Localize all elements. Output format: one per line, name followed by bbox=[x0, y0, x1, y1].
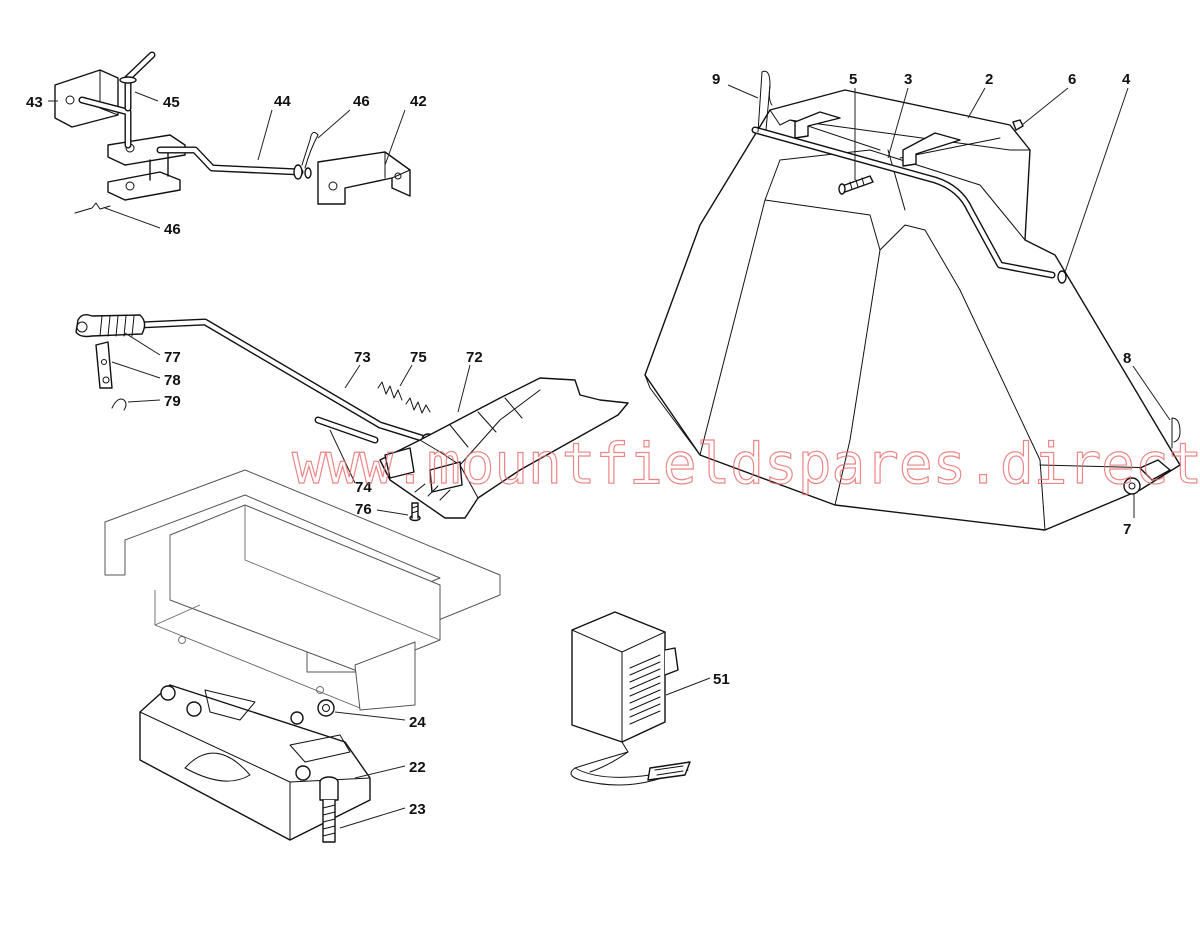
grass-collector-2[interactable] bbox=[644, 89, 1181, 531]
callout-8: 8 bbox=[1123, 350, 1131, 367]
callout-23: 23 bbox=[409, 801, 426, 818]
cap-4[interactable] bbox=[1057, 270, 1067, 284]
handle-grip-77[interactable] bbox=[75, 313, 146, 338]
tractor-frame-ghost bbox=[104, 469, 501, 711]
callout-24: 24 bbox=[409, 714, 426, 731]
callout-76: 76 bbox=[355, 501, 372, 518]
hitch-rod-44[interactable] bbox=[156, 146, 312, 180]
clip-46-lower[interactable] bbox=[74, 202, 111, 214]
callout-22: 22 bbox=[409, 759, 426, 776]
callout-78: 78 bbox=[164, 372, 181, 389]
callout-3: 3 bbox=[904, 71, 912, 88]
battery-charger-51[interactable] bbox=[570, 611, 691, 786]
callout-5: 5 bbox=[849, 71, 857, 88]
callout-45: 45 bbox=[163, 94, 180, 111]
callout-43: 43 bbox=[26, 94, 43, 111]
weight-block-22[interactable] bbox=[139, 684, 371, 841]
callout-46-upper: 46 bbox=[353, 93, 370, 110]
leader-lines bbox=[48, 84, 1171, 829]
screw-76[interactable] bbox=[409, 502, 421, 522]
callout-4: 4 bbox=[1122, 71, 1131, 88]
nut-24[interactable] bbox=[317, 699, 335, 717]
callout-75: 75 bbox=[410, 349, 427, 366]
watermark: www.mountfieldspares.direct bbox=[292, 432, 1200, 497]
callout-44: 44 bbox=[274, 93, 291, 110]
callout-79: 79 bbox=[164, 393, 181, 410]
callout-74: 74 bbox=[355, 479, 372, 496]
bolt-5[interactable] bbox=[838, 175, 874, 195]
callout-numbers: 43 45 44 46 42 46 77 78 79 73 75 72 74 7… bbox=[26, 71, 1131, 818]
callout-6: 6 bbox=[1068, 71, 1076, 88]
hitch-bracket-42[interactable] bbox=[317, 151, 411, 205]
link-78[interactable] bbox=[95, 341, 113, 389]
callout-42: 42 bbox=[410, 93, 427, 110]
callout-72: 72 bbox=[466, 349, 483, 366]
clip-79[interactable] bbox=[111, 398, 127, 411]
pivot-pin-74[interactable] bbox=[314, 416, 379, 444]
chute-72[interactable] bbox=[379, 377, 629, 519]
grass-collector-assembly bbox=[644, 70, 1181, 531]
callout-9: 9 bbox=[712, 71, 720, 88]
callout-7: 7 bbox=[1123, 521, 1131, 538]
callout-2: 2 bbox=[985, 71, 993, 88]
callout-46-lower: 46 bbox=[164, 221, 181, 238]
clip-8[interactable] bbox=[1171, 417, 1181, 449]
hitch-plate-lower[interactable] bbox=[107, 171, 181, 201]
hitch-assembly bbox=[54, 51, 411, 214]
callout-73: 73 bbox=[354, 349, 371, 366]
callout-77: 77 bbox=[164, 349, 181, 366]
clip-46-upper[interactable] bbox=[301, 131, 319, 169]
clip-9[interactable] bbox=[757, 70, 773, 133]
callout-51: 51 bbox=[713, 671, 730, 688]
emptying-handle-assembly bbox=[75, 313, 629, 522]
bolt-23[interactable] bbox=[319, 776, 339, 843]
springs-75[interactable] bbox=[377, 381, 431, 414]
handle-lever-73[interactable] bbox=[136, 318, 435, 447]
pin-7[interactable] bbox=[1123, 459, 1171, 495]
hitch-pin-45[interactable] bbox=[78, 51, 156, 149]
nut-6[interactable] bbox=[1012, 119, 1024, 131]
